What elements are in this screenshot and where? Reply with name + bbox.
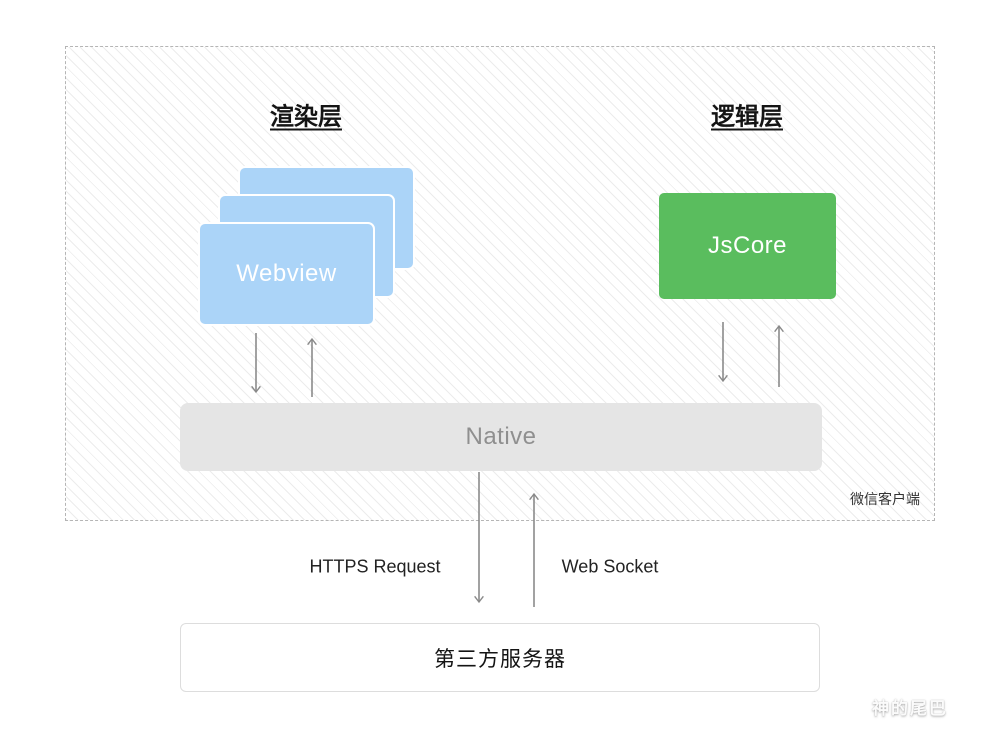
native-bar: Native <box>180 403 822 471</box>
web-socket-label: Web Socket <box>561 556 659 577</box>
webview-label: Webview <box>236 260 337 287</box>
logic-layer-title: 逻辑层 <box>711 103 783 131</box>
render-layer-title: 渲染层 <box>270 103 342 131</box>
watermark-text: 神的尾巴 <box>872 699 948 718</box>
https-request-label: HTTPS Request <box>309 556 441 577</box>
jscore-label: JsCore <box>707 232 788 259</box>
third-party-server-box: 第三方服务器 <box>180 623 820 692</box>
native-label: Native <box>465 423 537 450</box>
webview-card-front: Webview <box>198 222 375 326</box>
third-party-server-label: 第三方服务器 <box>434 647 566 671</box>
wechat-client-label: 微信客户端 <box>850 491 920 507</box>
jscore-box: JsCore <box>659 193 836 299</box>
